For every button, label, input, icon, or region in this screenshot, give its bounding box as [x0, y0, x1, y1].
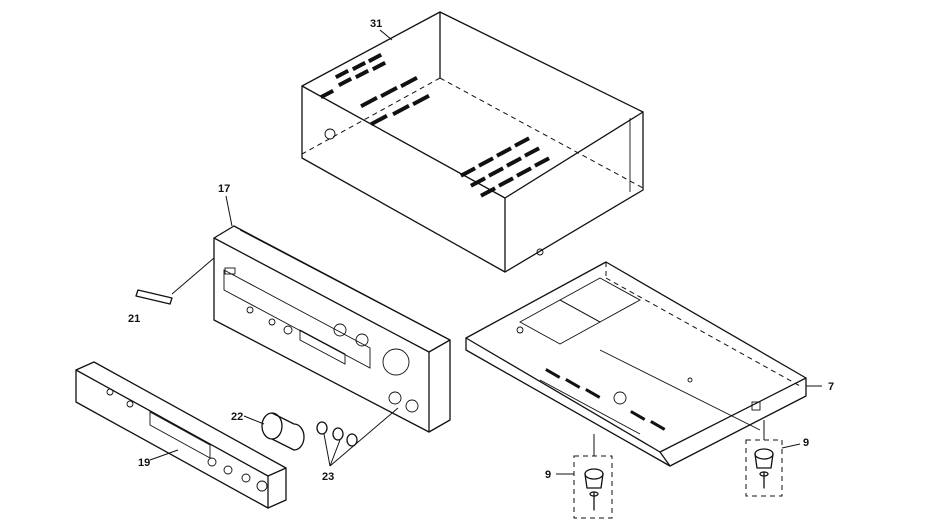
- callout-22: 22: [231, 411, 243, 423]
- callout-31: 31: [370, 18, 382, 30]
- foot-left: [573, 455, 613, 519]
- small-knobs: [316, 421, 358, 447]
- sub-panel: [75, 361, 287, 509]
- front-panel: [213, 225, 451, 433]
- callout-17: 17: [218, 183, 230, 195]
- callout-23: 23: [322, 471, 334, 483]
- top-cover: [301, 11, 644, 273]
- callout-19: 19: [138, 457, 150, 469]
- callout-21: 21: [128, 313, 140, 325]
- callout-9-right: 9: [803, 437, 809, 449]
- top-cover-vents: [319, 52, 551, 198]
- volume-knob: [261, 412, 305, 451]
- chassis: [465, 261, 807, 467]
- callout-9-left: 9: [545, 469, 551, 481]
- callout-7: 7: [828, 381, 834, 393]
- badge: [135, 289, 173, 305]
- foot-right: [745, 439, 783, 497]
